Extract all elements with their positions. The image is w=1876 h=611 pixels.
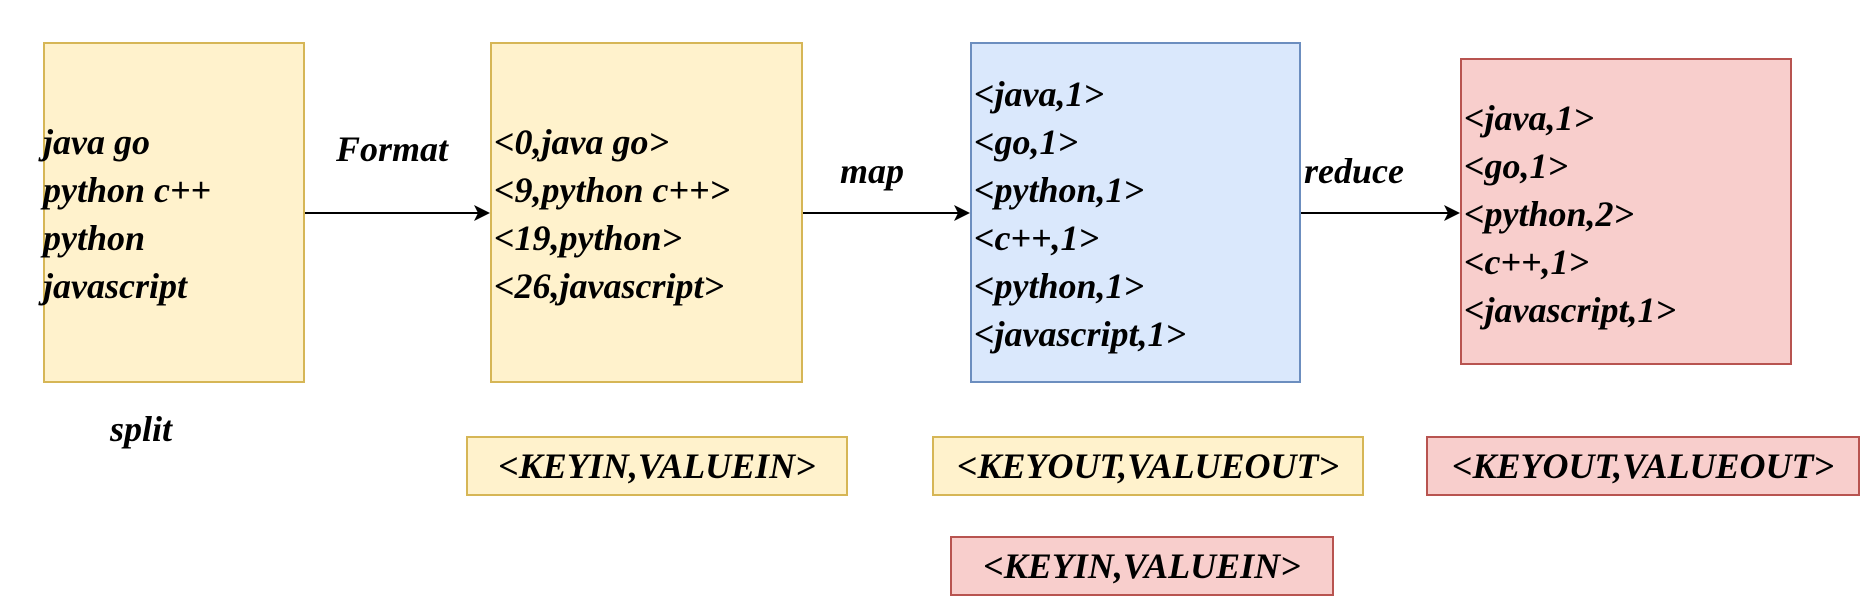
split-line: python c++ (43, 170, 212, 210)
reduce-line: <python,2> (1464, 194, 1635, 234)
map-arrow-label: map (840, 151, 905, 191)
format-line: <26,javascript> (494, 266, 725, 306)
split-line: java go (43, 122, 150, 162)
format-box-text: <0,java go> <9,python c++> <19,python> <… (494, 118, 730, 310)
map-box (970, 42, 1301, 383)
reduce-line: <c++,1> (1464, 242, 1590, 282)
reduce-output-type-tag: <KEYOUT,VALUEOUT> (1426, 436, 1860, 496)
split-line: python (43, 218, 146, 258)
reduce-arrowhead (1444, 205, 1460, 221)
map-line: <python,1> (974, 170, 1145, 210)
format-arrowhead (474, 205, 490, 221)
map-line: <go,1> (974, 122, 1079, 162)
map-input-type-tag: <KEYIN,VALUEIN> (466, 436, 848, 496)
map-line: <python,1> (974, 266, 1145, 306)
split-line: javascript (43, 266, 187, 306)
reduce-arrow-label: reduce (1304, 151, 1404, 191)
reduce-input-type-tag: <KEYIN,VALUEIN> (950, 536, 1334, 596)
map-line: <c++,1> (974, 218, 1100, 258)
reduce-line: <go,1> (1464, 146, 1569, 186)
format-line: <19,python> (494, 218, 683, 258)
format-line: <0,java go> (494, 122, 670, 162)
reduce-line: <javascript,1> (1464, 290, 1677, 330)
format-line: <9,python c++> (494, 170, 731, 210)
split-box (43, 42, 305, 383)
reduce-box-text: <java,1> <go,1> <python,2> <c++,1> <java… (1464, 94, 1676, 334)
map-line: <java,1> (974, 74, 1105, 114)
reduce-line: <java,1> (1464, 98, 1595, 138)
format-arrow-label: Format (336, 129, 449, 169)
map-line: <javascript,1> (974, 314, 1187, 354)
map-output-type-tag: <KEYOUT,VALUEOUT> (932, 436, 1364, 496)
split-caption: split (110, 409, 173, 449)
map-arrowhead (954, 205, 970, 221)
map-box-text: <java,1> <go,1> <python,1> <c++,1> <pyth… (974, 70, 1186, 358)
reduce-box (1460, 58, 1792, 365)
split-box-text: java go python c++ python javascript (43, 118, 211, 310)
format-box (490, 42, 803, 383)
